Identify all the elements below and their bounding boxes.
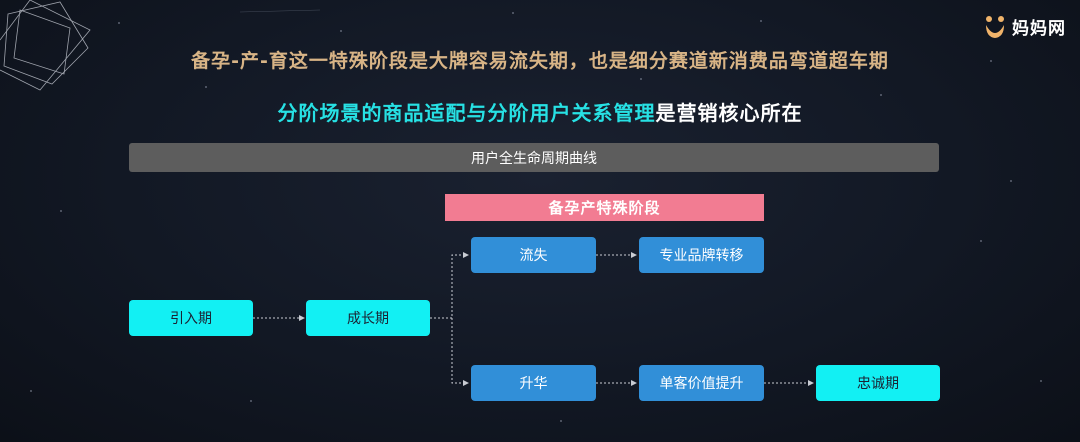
arrow-growth-to-upgrade xyxy=(451,318,469,386)
node-growth-period: 成长期 xyxy=(306,300,430,336)
special-stage-label: 备孕产特殊阶段 xyxy=(445,194,764,221)
node-loyalty-period: 忠诚期 xyxy=(816,365,940,401)
subheadline-rest: 是营销核心所在 xyxy=(655,101,803,125)
brand-logo: 妈妈网 xyxy=(984,14,1066,39)
node-churn: 流失 xyxy=(471,237,596,273)
subheadline: 分阶场景的商品适配与分阶用户关系管理是营销核心所在 xyxy=(0,97,1080,126)
node-basket-value-boost: 单客价值提升 xyxy=(639,365,764,401)
node-brand-switch: 专业品牌转移 xyxy=(639,237,764,273)
node-upgrade: 升华 xyxy=(471,365,596,401)
logo-text: 妈妈网 xyxy=(1012,19,1066,39)
headline: 备孕-产-育这一特殊阶段是大牌容易流失期，也是细分赛道新消费品弯道超车期 xyxy=(191,50,889,72)
subheadline-highlight: 分阶场景的商品适配与分阶用户关系管理 xyxy=(277,101,656,125)
mama-logo-icon xyxy=(986,15,1004,38)
lifecycle-bar: 用户全生命周期曲线 xyxy=(129,143,939,172)
arrow-growth-to-churn xyxy=(430,252,469,319)
node-intro-period: 引入期 xyxy=(129,300,253,336)
geometric-ornament xyxy=(0,0,91,91)
